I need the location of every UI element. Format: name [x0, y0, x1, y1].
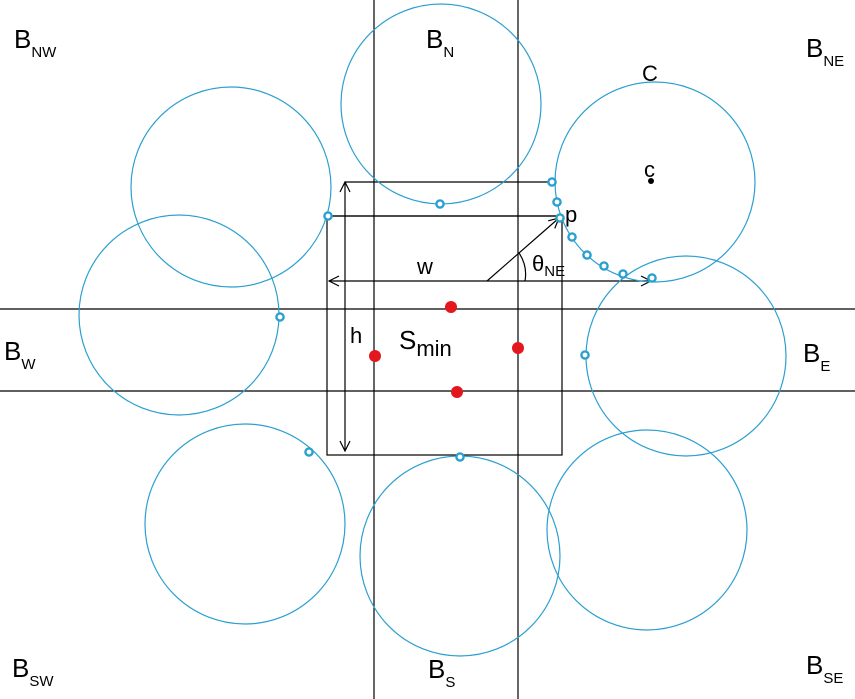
point-marker [275, 312, 285, 322]
point-marker [304, 447, 314, 457]
region-label-se: BSE [806, 650, 843, 687]
point-marker [455, 452, 465, 462]
circle-nw [130, 86, 332, 288]
region-label-sw: BSW [12, 653, 54, 690]
angle-label-theta: θNE [532, 251, 565, 280]
region-label-nw: BNW [14, 24, 57, 61]
height-label-h: h [350, 323, 362, 348]
point-marker [647, 273, 657, 283]
s-min-label: Smin [399, 325, 452, 361]
region-label-e: BE [803, 338, 830, 375]
point-marker [547, 177, 557, 187]
center-dot [648, 178, 654, 184]
angle-ray [486, 218, 559, 282]
red-point [369, 350, 381, 362]
point-marker [552, 197, 562, 207]
red-point [445, 301, 457, 313]
circle-e [585, 255, 787, 457]
red-point [451, 386, 463, 398]
circle-sw [144, 423, 346, 625]
circle-label-c: C [642, 61, 658, 86]
region-label-ne: BNE [806, 33, 844, 70]
point-label-p: p [565, 202, 577, 227]
circles [78, 3, 787, 657]
circle-se [546, 429, 748, 631]
point-marker [582, 250, 592, 260]
circle-w [78, 214, 280, 416]
red-point [512, 342, 524, 354]
point-marker [618, 269, 628, 279]
region-label-s: BS [428, 654, 455, 691]
width-label-w: w [416, 254, 433, 279]
point-marker [567, 232, 577, 242]
center-label-c: c [644, 157, 655, 182]
construction-lines [326, 182, 651, 456]
point-marker [555, 213, 565, 223]
point-marker [435, 199, 445, 209]
red-points [369, 301, 524, 398]
point-marker [580, 350, 590, 360]
point-marker [599, 261, 609, 271]
region-label-n: BN [426, 24, 454, 61]
circle-s [359, 455, 561, 657]
sample-points [275, 177, 657, 462]
region-label-w: BW [4, 336, 36, 373]
angle-arc [518, 252, 527, 282]
point-marker [323, 211, 333, 221]
